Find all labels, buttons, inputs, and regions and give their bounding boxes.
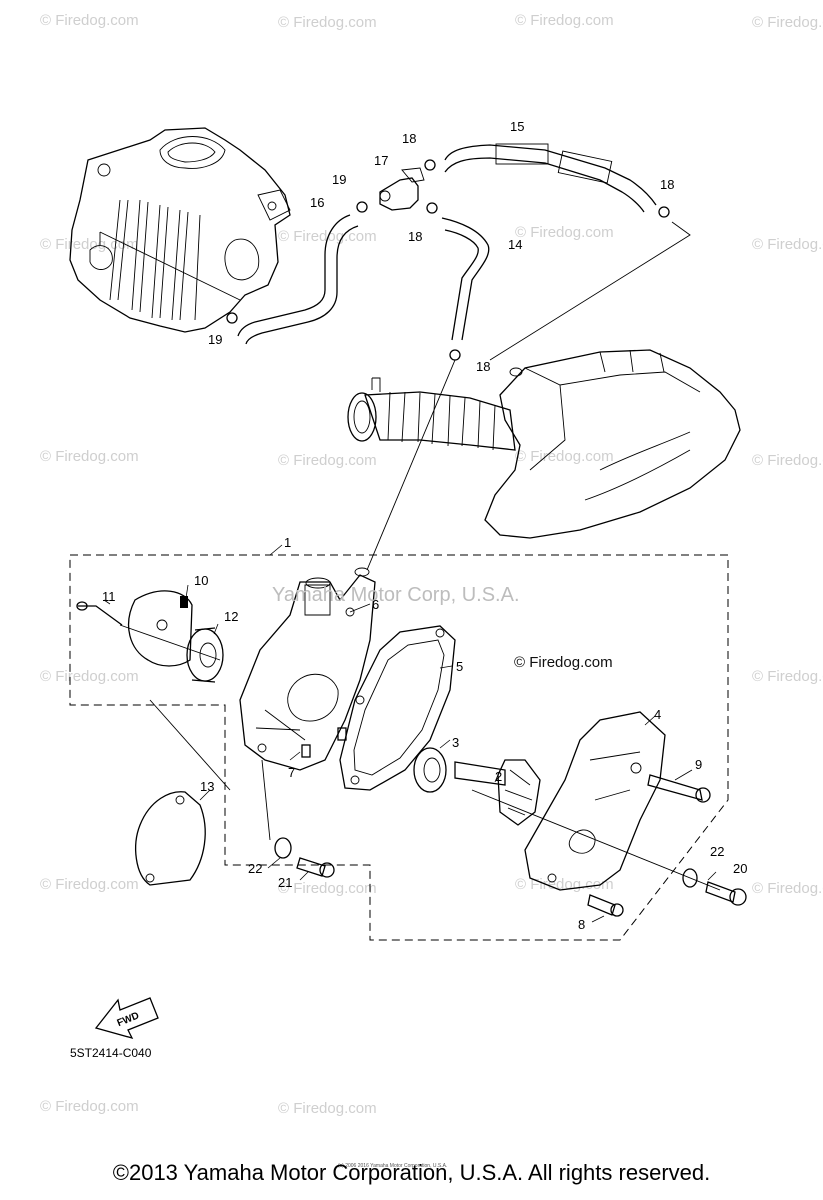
callout-2: 2	[495, 769, 503, 784]
watermark: © Firedog.com	[40, 668, 139, 685]
callout-18: 18	[660, 177, 675, 192]
assembly-outline	[69, 554, 729, 941]
callout-1: 1	[284, 535, 292, 550]
callout-15: 15	[510, 119, 525, 134]
callout-5: 5	[456, 659, 464, 674]
callout-20: 20	[733, 861, 748, 876]
callout-17: 17	[374, 153, 389, 168]
callout-22: 22	[710, 844, 725, 859]
callout-12: 12	[224, 609, 239, 624]
callout-18: 18	[408, 229, 423, 244]
watermark: © Firedog.com	[40, 236, 139, 253]
callout-14: 14	[508, 237, 523, 252]
callout-8: 8	[578, 917, 586, 932]
footer-copyright: ©2013 Yamaha Motor Corporation, U.S.A. A…	[112, 1160, 711, 1185]
callout-9: 9	[695, 757, 703, 772]
watermark: © Firedog.com	[515, 448, 614, 465]
air-cleaner-drawing	[347, 349, 741, 539]
callout-3: 3	[452, 735, 460, 750]
center-watermark: Yamaha Motor Corp, U.S.A.	[272, 584, 520, 606]
callout-18: 18	[402, 131, 417, 146]
callout-6: 6	[372, 597, 380, 612]
callout-19: 19	[208, 332, 223, 347]
callout-21: 21	[278, 875, 293, 890]
fwd-arrow-icon	[94, 997, 159, 1040]
callout-13: 13	[200, 779, 215, 794]
callout-7: 7	[288, 765, 296, 780]
diagram-code: 5ST2414-C040	[70, 1046, 152, 1060]
callout-16: 16	[310, 195, 325, 210]
leader-lines	[103, 544, 717, 923]
watermark: © Firedog.com	[752, 668, 823, 685]
watermark: © Firedog.com	[40, 876, 139, 893]
watermark: © Firedog.com	[752, 236, 823, 253]
cylinder-head-drawing	[69, 127, 291, 333]
callout-22: 22	[248, 861, 263, 876]
water-pump-parts-drawing	[76, 567, 747, 917]
callout-10: 10	[194, 573, 209, 588]
watermark: © Firedog.com	[40, 12, 139, 29]
watermark: © Firedog.com	[752, 14, 823, 31]
watermark: © Firedog.com	[752, 880, 823, 897]
watermark: © Firedog.com	[278, 228, 377, 245]
watermark: © Firedog.com	[40, 1098, 139, 1115]
watermark: © Firedog.com	[752, 452, 823, 469]
watermark: © Firedog.com	[278, 14, 377, 31]
watermark: © Firedog.com	[515, 12, 614, 29]
hoses-drawing	[99, 143, 691, 571]
callout-11: 11	[102, 589, 116, 604]
watermark: © Firedog.com	[515, 876, 614, 893]
watermark: © Firedog.com	[40, 448, 139, 465]
callout-4: 4	[654, 707, 662, 722]
watermark: © Firedog.com	[515, 224, 614, 241]
center-firedog-watermark: © Firedog.com	[514, 654, 613, 671]
watermark: © Firedog.com	[278, 1100, 377, 1117]
watermark: © Firedog.com	[278, 452, 377, 469]
callout-18: 18	[476, 359, 491, 374]
footer-small-copyright: (c) 2006 2016 Yamaha Motor Corporation, …	[338, 1163, 448, 1169]
callout-19: 19	[332, 172, 347, 187]
watermark: © Firedog.com	[278, 880, 377, 897]
